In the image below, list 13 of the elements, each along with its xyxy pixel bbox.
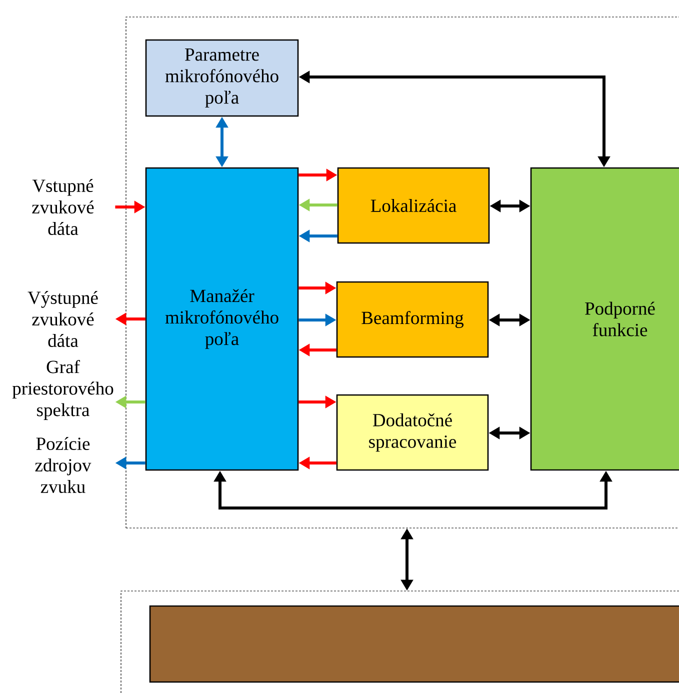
- process-box: [149, 605, 679, 683]
- process-box: Podporné funkcie: [530, 167, 679, 471]
- data-label: Výstupné zvukové dáta: [28, 290, 98, 348]
- process-box: Beamforming: [336, 281, 489, 358]
- dashed-frame: [126, 16, 679, 528]
- data-label: Vstupné zvukové dáta: [32, 178, 94, 236]
- data-label: Graf priestorového spektra: [12, 360, 114, 420]
- dashed-frame: [120, 590, 679, 693]
- process-box: Manažér mikrofónového poľa: [145, 167, 299, 471]
- process-box: Dodatočné spracovanie: [336, 394, 489, 471]
- process-box: Lokalizácia: [337, 167, 490, 244]
- process-box: Parametre mikrofónového poľa: [145, 39, 299, 117]
- data-label: Pozície zdrojov zvuku: [35, 436, 92, 494]
